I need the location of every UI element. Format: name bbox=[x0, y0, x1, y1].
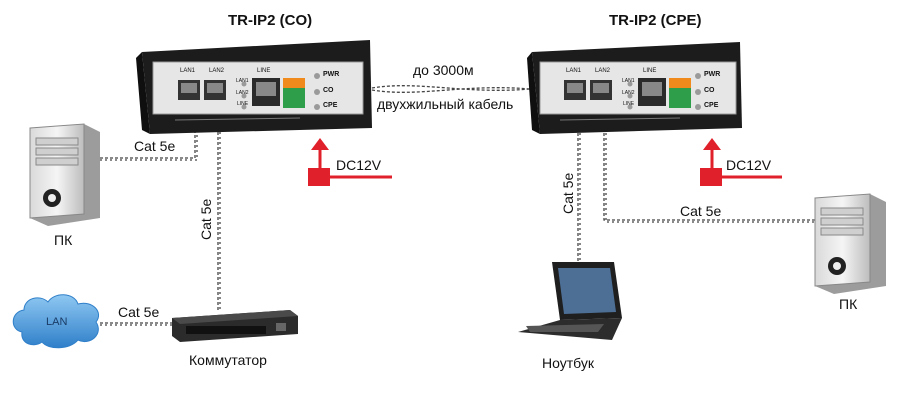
power-cpe-label: DC12V bbox=[726, 157, 772, 173]
link-cable: двухжильный кабель bbox=[377, 96, 514, 112]
cpe-led-cpe: CPE bbox=[704, 102, 719, 109]
co-port-lan2: LAN2 bbox=[209, 68, 225, 74]
device-cpe bbox=[527, 42, 742, 134]
cpe-led-pwr: PWR bbox=[704, 71, 721, 78]
power-co-label: DC12V bbox=[336, 157, 382, 173]
cable-lan-label: Cat 5e bbox=[118, 304, 160, 320]
cable-pc-left-label: Cat 5e bbox=[134, 138, 176, 154]
co-port-line: LINE bbox=[257, 68, 271, 74]
cpe-port-line: LINE bbox=[643, 68, 657, 74]
device-co bbox=[136, 40, 372, 134]
power-co bbox=[308, 138, 392, 186]
cpe-side-line: LINE bbox=[623, 101, 635, 107]
laptop-label: Ноутбук bbox=[542, 355, 594, 371]
cable-pc-right-label: Cat 5e bbox=[680, 203, 722, 219]
cable-pc-right bbox=[603, 118, 815, 221]
pc-left-icon bbox=[29, 123, 100, 226]
cpe-led-co: CO bbox=[704, 87, 715, 94]
cpe-port-lan2: LAN2 bbox=[595, 68, 611, 74]
co-title: TR-IP2 (CO) bbox=[228, 12, 313, 29]
co-side-lan2: LAN2 bbox=[236, 90, 249, 96]
cable-switch-label: Cat 5e bbox=[198, 198, 214, 240]
switch-label: Коммутатор bbox=[189, 352, 267, 368]
laptop-icon bbox=[518, 262, 622, 340]
co-led-pwr: PWR bbox=[323, 71, 340, 78]
trunk-cable bbox=[371, 85, 541, 91]
switch-icon bbox=[172, 310, 298, 342]
cable-pc-left bbox=[100, 115, 196, 159]
pc-right-label: ПК bbox=[839, 296, 858, 312]
co-side-line: LINE bbox=[237, 101, 249, 107]
lan-cloud-icon bbox=[12, 294, 100, 349]
co-port-lan1: LAN1 bbox=[180, 68, 196, 74]
lan-cloud-label: LAN bbox=[46, 316, 68, 328]
cpe-port-lan1: LAN1 bbox=[566, 68, 582, 74]
co-side-lan1: LAN1 bbox=[236, 78, 249, 84]
cpe-side-lan1: LAN1 bbox=[622, 78, 635, 84]
pc-left-label: ПК bbox=[54, 232, 73, 248]
power-cpe bbox=[700, 138, 782, 186]
cable-laptop-label: Cat 5e bbox=[560, 172, 576, 214]
pc-right-icon bbox=[814, 193, 886, 294]
co-led-cpe: CPE bbox=[323, 102, 338, 109]
cpe-side-lan2: LAN2 bbox=[622, 90, 635, 96]
cpe-title: TR-IP2 (CPE) bbox=[609, 12, 702, 29]
link-distance: до 3000м bbox=[413, 62, 474, 78]
cables bbox=[100, 85, 815, 326]
co-led-co: CO bbox=[323, 87, 334, 94]
